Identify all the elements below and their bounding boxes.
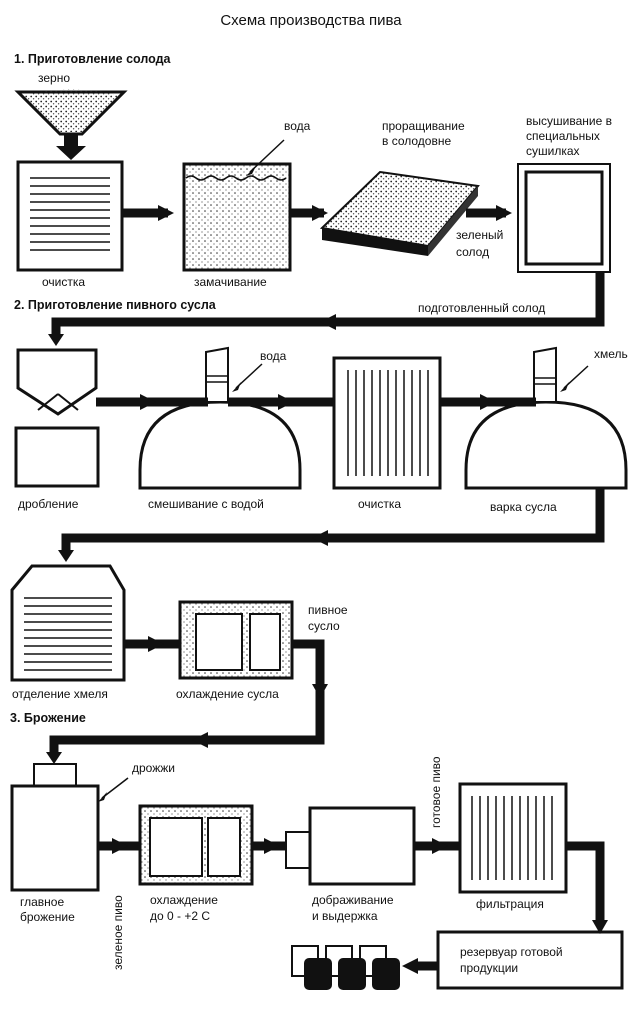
label-filtration: фильтрация: [476, 897, 544, 911]
section-3-arrowheads: [112, 838, 608, 974]
label-cooling-1: охлаждение: [150, 893, 218, 907]
label-maturation-2: и выдержка: [312, 909, 378, 923]
label-germination-1: проращивание: [382, 119, 465, 133]
section-1-arrowheads: [48, 205, 512, 346]
mixing-vessel: [138, 346, 302, 490]
cleaning-box-1: [16, 160, 124, 272]
label-mixing: смешивание с водой: [148, 497, 264, 511]
kegs: [291, 945, 400, 990]
label-beer-wort-2: сусло: [308, 619, 340, 633]
label-yeast: дрожжи: [132, 761, 175, 775]
label-reservoir-2: продукции: [460, 961, 518, 975]
section-1-heading: 1. Приготовление солода: [14, 52, 172, 66]
label-boiling: варка сусла: [490, 500, 557, 514]
storage-reservoir: [436, 930, 624, 990]
label-maturation-1: дображивание: [312, 893, 394, 907]
label-prepared-malt: подготовленный солод: [418, 301, 545, 315]
filter: [458, 782, 568, 894]
connector-arrowheads: [46, 636, 328, 764]
wort-cooler: [178, 600, 294, 680]
water-pointer-1: [249, 139, 285, 173]
label-drying-3: сушилках: [526, 144, 580, 158]
label-drying-2: специальных: [526, 129, 600, 143]
grain-hopper: [14, 89, 128, 160]
section-3-heading: 3. Брожение: [10, 711, 86, 725]
label-beer-wort-1: пивное: [308, 603, 348, 617]
diagram-title: Схема производства пива: [220, 12, 402, 29]
label-green-beer: зеленое пиво: [111, 895, 125, 970]
label-grain: зерно: [38, 71, 70, 85]
label-water-1: вода: [284, 119, 311, 133]
label-hop-separation: отделение хмеля: [12, 687, 108, 701]
label-hops: хмель: [594, 347, 628, 361]
section-2-heading: 2. Приготовление пивного сусла: [14, 298, 217, 312]
hop-separator: [10, 564, 126, 682]
beer-cooler: [138, 804, 254, 886]
label-finished-beer: готовое пиво: [429, 756, 443, 828]
label-wort-cooling: охлаждение сусла: [176, 687, 279, 701]
maturation-tank: [285, 806, 416, 886]
fermentation-tank: [10, 763, 100, 892]
soaking-tank: [182, 162, 292, 272]
section-2-arrowheads: [58, 394, 496, 562]
crusher: [14, 348, 100, 488]
germination-floor: [319, 170, 480, 256]
label-main-fermentation-1: главное: [20, 895, 64, 909]
label-green-malt-1: зеленый: [456, 228, 503, 242]
label-reservoir-1: резервуар готовой: [460, 945, 563, 959]
label-main-fermentation-2: брожение: [20, 910, 75, 924]
label-water-2: вода: [260, 349, 287, 363]
label-cleaning-2: очистка: [358, 497, 401, 511]
label-cleaning-1: очистка: [42, 275, 85, 289]
label-germination-2: в солодовне: [382, 134, 451, 148]
cleaning-box-2: [332, 356, 442, 490]
label-drying-1: высушивание в: [526, 114, 612, 128]
label-crushing: дробление: [18, 497, 79, 511]
wort-kettle: [464, 346, 628, 490]
label-soaking: замачивание: [194, 275, 267, 289]
label-cooling-2: до 0 - +2 С: [150, 909, 210, 923]
drying-box: [517, 163, 611, 273]
label-green-malt-2: солод: [456, 245, 489, 259]
